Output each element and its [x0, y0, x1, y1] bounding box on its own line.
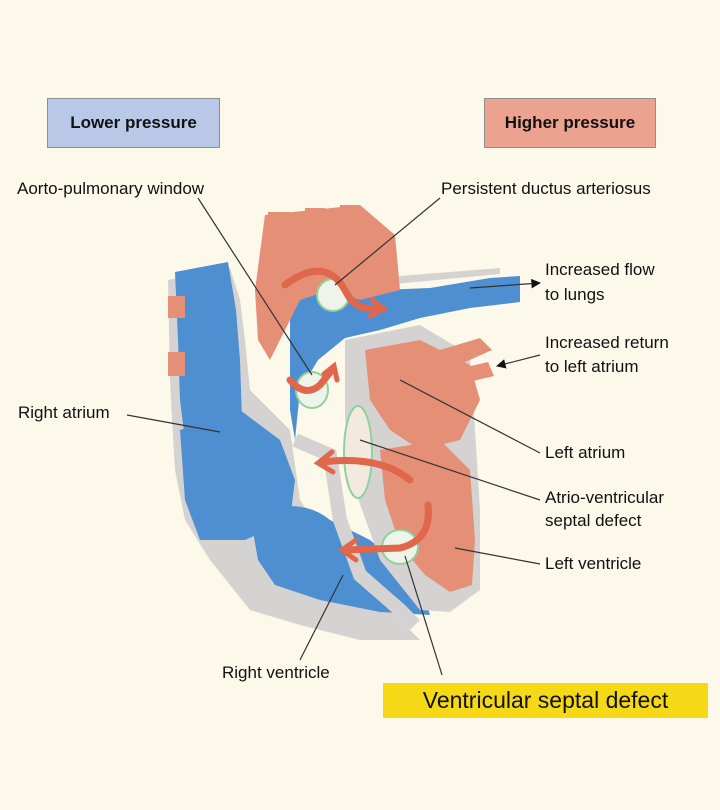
legend-lower-pressure: Lower pressure — [47, 98, 220, 148]
vsd-highlight-label: Ventricular septal defect — [383, 683, 708, 718]
leader-return — [496, 354, 541, 369]
label-right-ventricle: Right ventricle — [222, 663, 330, 682]
leader-vsd — [404, 555, 443, 676]
label-av-septal-1: Atrio-ventricular — [545, 488, 665, 507]
leader-lines — [126, 197, 541, 676]
leader-flow — [469, 278, 541, 289]
label-left-ventricle: Left ventricle — [545, 554, 642, 573]
flow-arrow-av — [318, 456, 414, 484]
leader-av-septal — [359, 439, 541, 501]
flow-arrows — [281, 267, 432, 563]
vsd-label-text: Ventricular septal defect — [422, 687, 669, 713]
label-av-septal-2: septal defect — [545, 511, 642, 530]
legend-higher-label: Higher pressure — [504, 113, 636, 132]
av-septal-defect-marker — [343, 405, 373, 499]
label-left-atrium: Left atrium — [545, 443, 626, 462]
leader-left-atrium — [399, 379, 541, 454]
flow-arrowhead-3 — [313, 449, 336, 475]
flow-arrow-ductus — [281, 267, 382, 313]
leader-right-atrium — [126, 414, 221, 433]
leader-right-ventricle — [299, 574, 344, 661]
left-heart — [255, 205, 494, 612]
legend-higher-pressure: Higher pressure — [484, 98, 656, 148]
pulmonary-trunk — [290, 276, 520, 440]
pulmonary-vein — [440, 338, 494, 386]
superior-vena-cava — [175, 262, 242, 450]
flow-arrowhead-1 — [367, 297, 389, 319]
label-increased-flow-2: to lungs — [545, 285, 605, 304]
flow-arrow-vsd — [341, 501, 432, 554]
left-atrium — [365, 340, 480, 450]
label-persistent-ductus: Persistent ductus arteriosus — [441, 179, 651, 198]
label-increased-flow-1: Increased flow — [545, 260, 655, 279]
leader-ap-window — [197, 197, 313, 376]
flow-arrowhead-2 — [321, 361, 340, 383]
right-atrium — [180, 410, 295, 540]
legend-lower-label: Lower pressure — [70, 113, 197, 132]
flow-arrowhead-4 — [337, 537, 359, 563]
leader-ductus — [334, 197, 441, 286]
right-heart — [168, 262, 520, 640]
label-increased-return-2: to left atrium — [545, 357, 639, 376]
label-increased-return-1: Increased return — [545, 333, 669, 352]
aortic-branches — [268, 205, 360, 240]
left-vessel-stubs — [168, 296, 185, 376]
label-right-atrium: Right atrium — [18, 403, 110, 422]
flow-arrow-ap-window — [286, 366, 336, 394]
label-aorto-pulmonary-window: Aorto-pulmonary window — [17, 179, 205, 198]
leader-left-ventricle — [454, 547, 541, 565]
